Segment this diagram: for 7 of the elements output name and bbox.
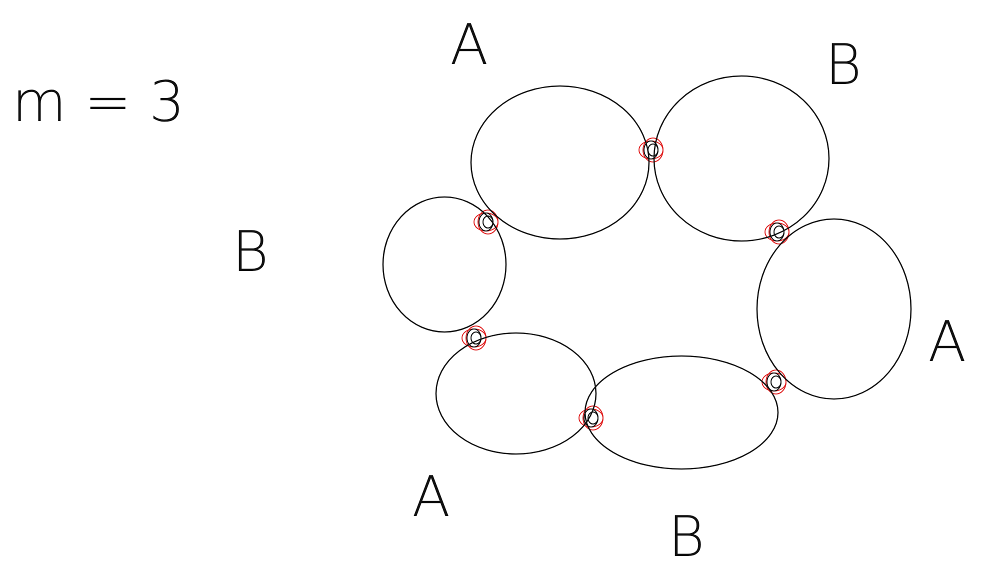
letter-label: B — [668, 510, 705, 566]
letter-label: A — [928, 315, 966, 371]
letter-label: B — [825, 38, 862, 94]
letter-label: A — [412, 470, 450, 526]
letter-label: B — [232, 225, 269, 281]
equation-text: m = 3 — [12, 75, 185, 131]
letter-label: A — [450, 18, 488, 74]
